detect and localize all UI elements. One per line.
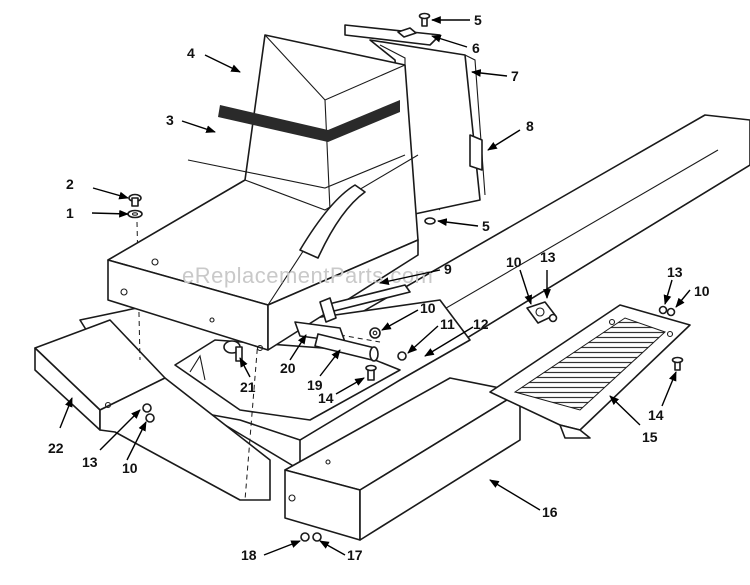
rod-part-9 (319, 284, 411, 323)
callout-4: 4 (187, 45, 195, 61)
callout-17: 17 (347, 547, 363, 563)
watermark-text: eReplacementParts.com (182, 263, 433, 288)
bolt-part-14-center (365, 364, 377, 381)
callout-7: 7 (511, 68, 519, 84)
tab-part-8 (469, 134, 483, 171)
shaft-assembly-parts-19-20 (294, 321, 379, 362)
leader-lines (59, 16, 691, 556)
nut-parts-13-10-right (658, 305, 676, 317)
callout-13-bracket: 13 (540, 249, 556, 265)
callout-20: 20 (280, 360, 296, 376)
washer-part-11 (397, 351, 407, 361)
bolt-part-21 (223, 340, 243, 362)
nut-parts-18-17 (300, 532, 322, 542)
hardware (127, 12, 684, 542)
screw-part-5-lower (424, 217, 436, 225)
bracket-nut-parts-10-13 (526, 301, 558, 324)
callout-2: 2 (66, 176, 74, 192)
callout-21: 21 (240, 379, 256, 395)
callout-13-left: 13 (82, 454, 98, 470)
callout-10-right: 10 (694, 283, 710, 299)
callout-6: 6 (472, 40, 480, 56)
callout-5-top: 5 (474, 12, 482, 28)
callout-16: 16 (542, 504, 558, 520)
callout-labels: 1 2 3 4 5 6 7 8 5 9 10 13 13 10 10 11 12… (48, 12, 710, 563)
decal-stripe-part-3 (218, 100, 400, 142)
screw-part-5-top (418, 12, 431, 27)
callout-18: 18 (241, 547, 257, 563)
callout-14-right: 14 (648, 407, 664, 423)
grille-tray-part-15 (489, 304, 691, 439)
right-cover-part-16 (284, 377, 521, 541)
callout-13-right: 13 (667, 264, 683, 280)
callout-12: 12 (473, 316, 489, 332)
callout-14-center: 14 (318, 390, 334, 406)
nut-part-10-center (369, 327, 381, 339)
callout-5-lower: 5 (482, 218, 490, 234)
callout-9: 9 (444, 261, 452, 277)
callout-11: 11 (440, 316, 455, 332)
callout-8: 8 (526, 118, 534, 134)
callout-3: 3 (166, 112, 174, 128)
callout-19: 19 (307, 377, 323, 393)
callout-10-bracket: 10 (506, 254, 522, 270)
main-housing-part-4 (107, 34, 419, 352)
washer-part-1 (127, 209, 143, 219)
callout-22: 22 (48, 440, 64, 456)
bolt-part-14-right (671, 356, 684, 371)
top-bracket-part-6 (344, 24, 441, 46)
callout-10-left: 10 (122, 460, 138, 476)
nut-parts-13-10-left (142, 403, 155, 423)
callout-15: 15 (642, 429, 658, 445)
assembly-guide-lines (136, 189, 441, 501)
callout-10-center: 10 (420, 300, 436, 316)
callout-1: 1 (66, 205, 74, 221)
bolt-part-2 (128, 193, 142, 207)
